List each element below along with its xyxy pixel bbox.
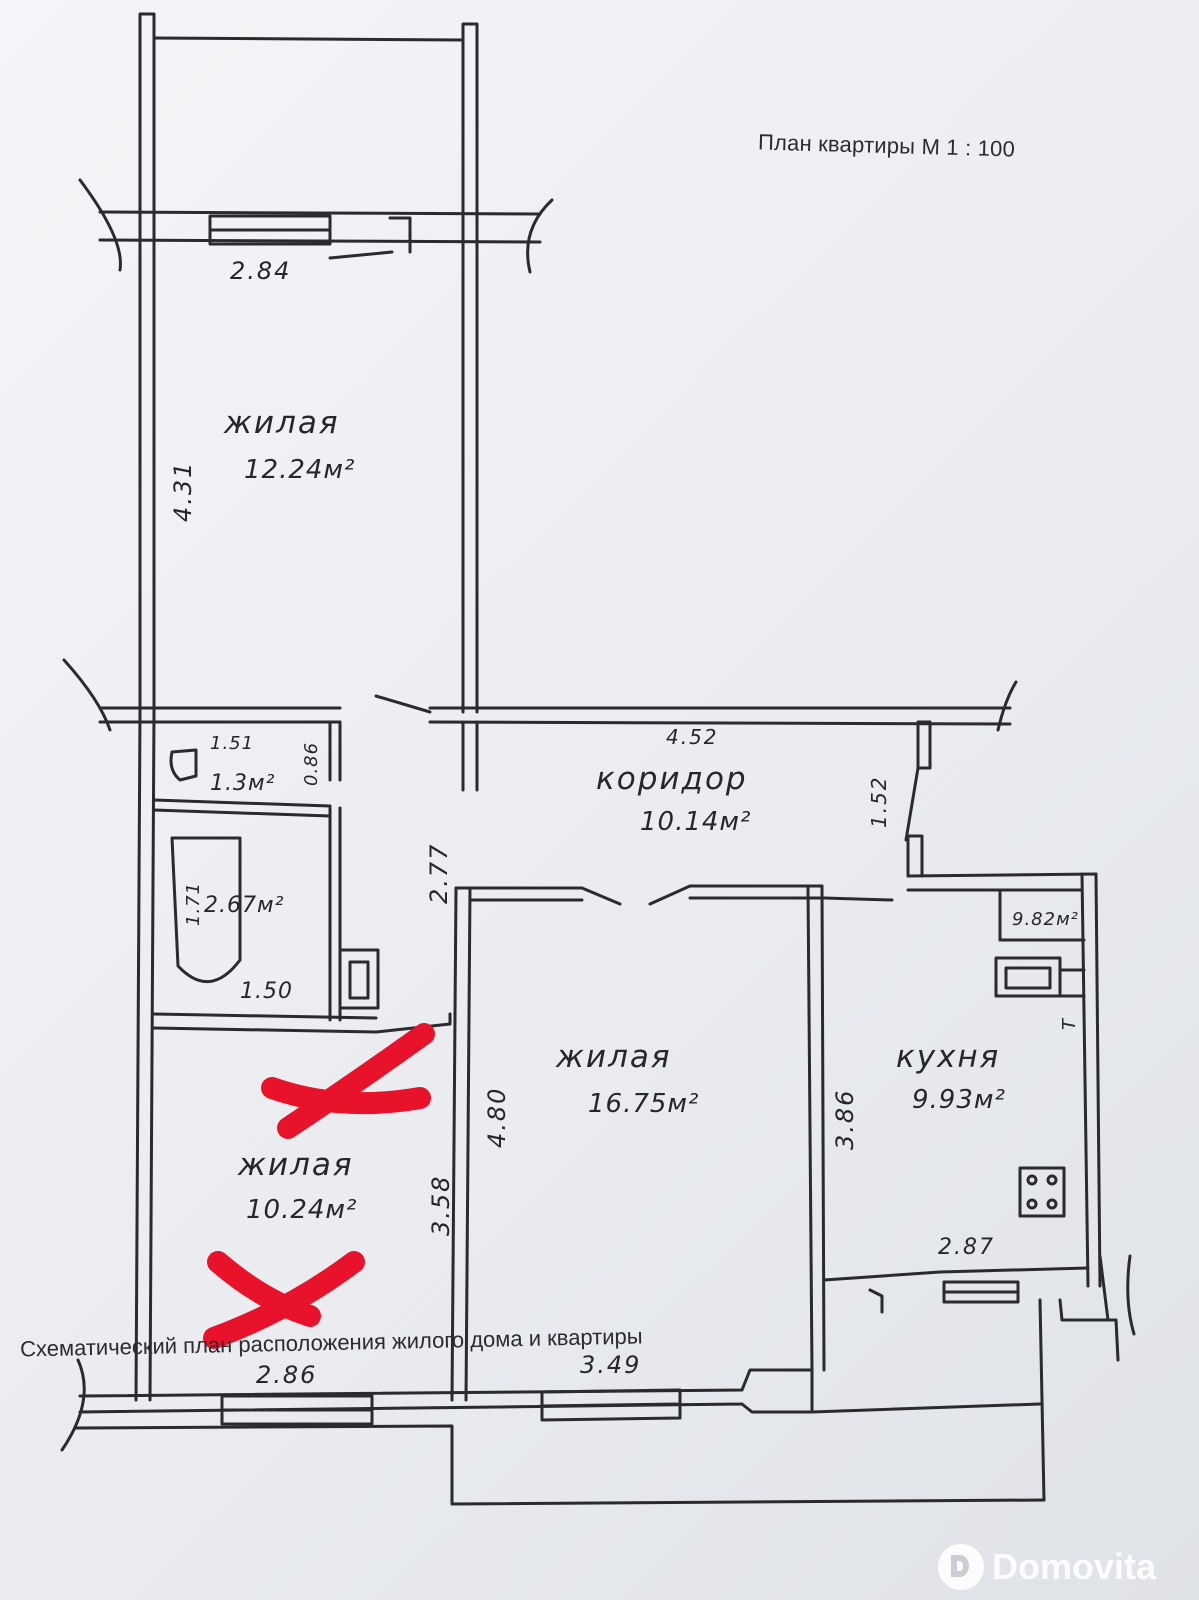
room-corridor-name: коридор [596,761,748,797]
dim-wc-depth: 0.86 [301,741,322,786]
kitchen-bottom-wall [822,1266,1090,1304]
top-balcony-band [98,210,542,244]
kitchen-door [822,834,924,902]
dim-top-room-width: 2.84 [230,257,292,285]
top-room-right-wall [461,22,479,714]
dim-middle-room-width: 3.49 [580,1351,642,1379]
room-living-middle-area: 16.75м² [588,1089,700,1119]
dim-bottom-room-width: 2.86 [256,1361,318,1389]
room-living-top-name: жилая [224,405,340,441]
top-left-curve [78,178,122,272]
strike-mark-upper [261,1023,435,1139]
left-outer-wall [134,710,156,1402]
dim-bath-width: 1.50 [240,979,293,1004]
dim-wc-width: 1.51 [210,733,255,754]
room-living-bottom-name: жилая [238,1147,354,1183]
balcony-area: 9.82м² [1012,909,1079,930]
room-bathroom-area: 2.67м² [204,893,285,918]
dim-top-room-length: 4.31 [169,460,197,522]
bottom-left-curve [60,1358,86,1452]
dim-corridor-depth: 1.52 [867,775,891,828]
strike-mark-lower [203,1251,365,1349]
right-curve-bottom [1126,1254,1136,1336]
middle-room-top-wall [454,884,824,902]
bottom-wall [78,1368,1042,1414]
bath-bottom-wall [152,1012,378,1034]
toilet-icon [169,748,198,782]
stove-icon [1018,1166,1066,1218]
top-right-curve [526,198,554,274]
room-kitchen-area: 9.93м² [912,1085,1006,1115]
room-living-top-area: 12.24м² [244,455,356,485]
room-living-bottom-area: 10.24м² [246,1195,358,1225]
sink-icon [338,948,380,1010]
right-curve-mid [996,680,1018,732]
top-room-left-wall [138,12,156,714]
corridor-stub [461,720,479,792]
top-door-frame [328,216,412,260]
domovita-logo-icon [938,1544,984,1590]
top-room-top-edge [152,36,465,42]
right-balcony [1038,1254,1120,1502]
top-window [208,214,332,246]
kitchen-wall-mark: Т [1059,1018,1080,1030]
dim-corridor-height: 2.77 [425,842,453,904]
wc-bath-wall [152,798,332,818]
kitchen-right-wall [1080,872,1102,1288]
dim-corridor-width: 4.52 [666,725,719,749]
room-kitchen-name: кухня [896,1039,1001,1075]
middle-door-right [648,884,692,906]
kitchen-top-wall [906,872,1098,892]
room-wc-area: 1.3м² [210,771,276,796]
room-living-middle-name: жилая [556,1039,672,1075]
watermark-text: Domovita [992,1546,1157,1587]
kitchen-cabinet [998,890,1086,942]
stove-burner-1 [1026,1174,1038,1186]
domovita-watermark: Domovita [938,1541,1156,1593]
corridor-top-wall [98,706,1012,726]
middle-door-left [580,886,622,906]
corridor-right-post [904,720,932,842]
left-curve-mid [62,658,112,732]
middle-room-left-wall [450,886,472,1402]
dim-kitchen-width: 2.87 [938,1235,995,1260]
dim-middle-room-length: 4.80 [483,1086,511,1148]
stove-burner-2 [1046,1174,1058,1186]
lower-balcony [74,1424,1046,1506]
dim-bottom-room-length: 3.58 [427,1174,455,1236]
bottom-window-right [540,1388,682,1422]
kitchen-door-bottom [868,1288,884,1314]
bath-door-swing [374,1012,452,1034]
dim-bath-length: 1.71 [183,881,204,926]
room-corridor-area: 10.14м² [640,807,752,837]
middle-room-right-wall [806,884,826,1372]
kitchen-counter [1058,968,1086,998]
corridor-door-swing [374,694,432,714]
stove-burner-3 [1026,1198,1038,1210]
dim-kitchen-length: 3.86 [831,1088,859,1150]
wc-right-wall [328,720,342,782]
kitchen-sink-icon [994,956,1062,998]
bathtub-icon [170,836,242,983]
bottom-window-left [220,1394,374,1426]
stove-burner-4 [1046,1198,1058,1210]
